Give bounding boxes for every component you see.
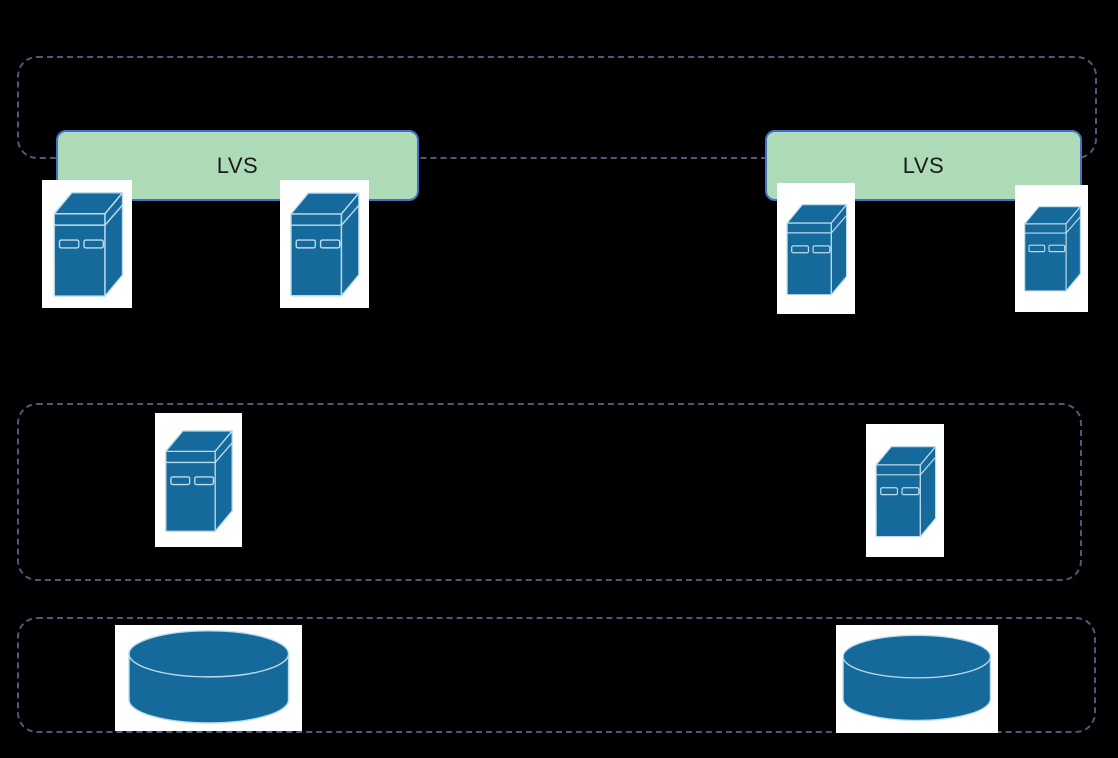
lvs-tier-container: LVS LVS bbox=[17, 56, 1097, 201]
database-tier-container bbox=[17, 617, 1096, 733]
database-icon bbox=[839, 629, 995, 728]
server-icon bbox=[47, 184, 128, 303]
app-tier-container bbox=[17, 403, 1082, 581]
server-icon bbox=[870, 429, 940, 553]
database-node-2 bbox=[836, 625, 998, 733]
server-icon bbox=[159, 418, 237, 543]
server-icon bbox=[781, 188, 851, 310]
database-icon bbox=[119, 629, 299, 727]
server-icon bbox=[1019, 189, 1085, 307]
server-node-2 bbox=[280, 180, 369, 308]
server-node-5 bbox=[155, 413, 242, 547]
server-node-3 bbox=[777, 183, 855, 314]
lvs-node-2-label: LVS bbox=[902, 152, 945, 178]
server-node-1 bbox=[42, 180, 132, 308]
server-node-6 bbox=[866, 424, 944, 557]
database-node-1 bbox=[115, 625, 302, 731]
server-node-4 bbox=[1015, 185, 1088, 312]
lvs-node-1-label: LVS bbox=[216, 152, 259, 178]
server-icon bbox=[284, 184, 364, 303]
